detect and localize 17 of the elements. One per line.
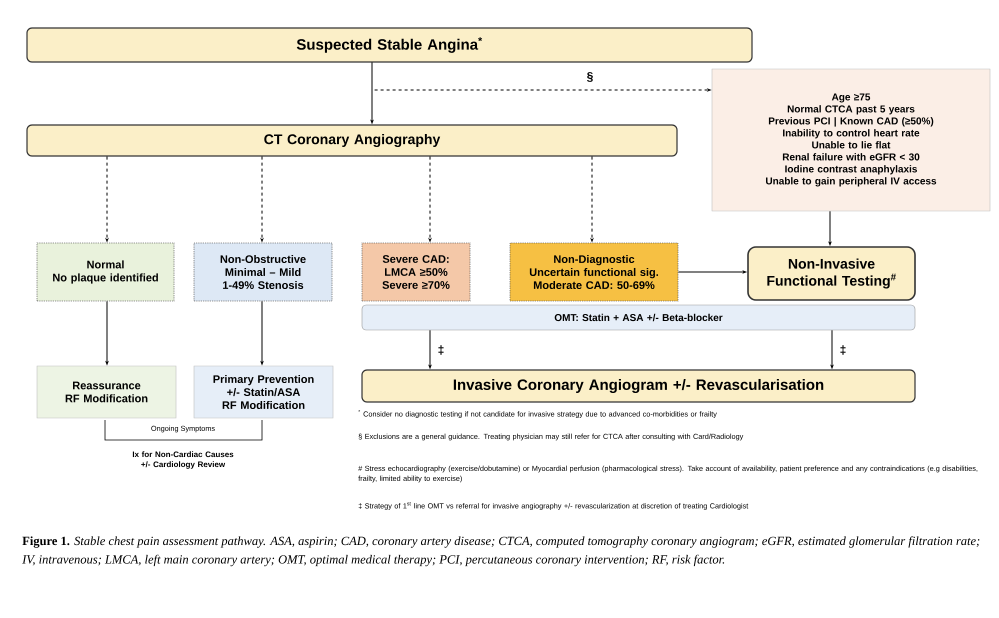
result-box: Normal No plaque identified xyxy=(36,242,174,302)
process-box: Suspected Stable Angina$^{*}$ xyxy=(26,27,753,63)
process-box: CT Coronary Angiography xyxy=(26,124,678,157)
edge-label: § xyxy=(586,71,594,83)
process-box: Invasive Coronary Angiogram +/- Revascularisation xyxy=(361,369,916,403)
outcome-note: Ix for Non-Cardiac Causes +/- Cardiology Review xyxy=(132,451,234,469)
result-box: Severe CAD: LMCA ≥50% Severe ≥70% xyxy=(362,242,470,302)
exclusion-box: Age ≥75 Normal CTCA past 5 years Previous PCI | Known CAD (≥50%) Inability to control heart rate Unable to lie flat Renal failure with eGFR < 30 Iodine contrast anaphylaxis Unable to gain peripheral IV access xyxy=(712,68,990,212)
edge-label: ‡ xyxy=(838,344,848,356)
therapy-band: OMT: Statin + ASA +/- Beta-blocker xyxy=(362,304,916,330)
result-box: Non-Diagnostic Uncertain functional sig. Moderate CAD: 50-69% xyxy=(510,242,678,302)
edge-label: ‡ xyxy=(436,344,446,356)
process-box: Non-Invasive Functional Testing$^{#}$ xyxy=(747,246,916,301)
outcome-box: Reassurance RF Modification xyxy=(36,366,176,418)
caption: Figure 1. Stable chest pain assessment pathway. ASA, aspirin; CAD, coronary artery disease; CTCA, computed tomography coronary angiogram; eGFR, estimated glomerular filtration rate; IV, intravenous; LMCA, left main coronary artery; OMT, optimal medical therapy; PCI, percutaneous coronary intervention; RF, risk factor. xyxy=(22,536,980,566)
outcome-box: Primary Prevention +/- Statin/ASA RF Modification xyxy=(194,366,334,418)
result-box: Non-Obstructive Minimal – Mild 1-49% Stenosis xyxy=(194,242,332,302)
